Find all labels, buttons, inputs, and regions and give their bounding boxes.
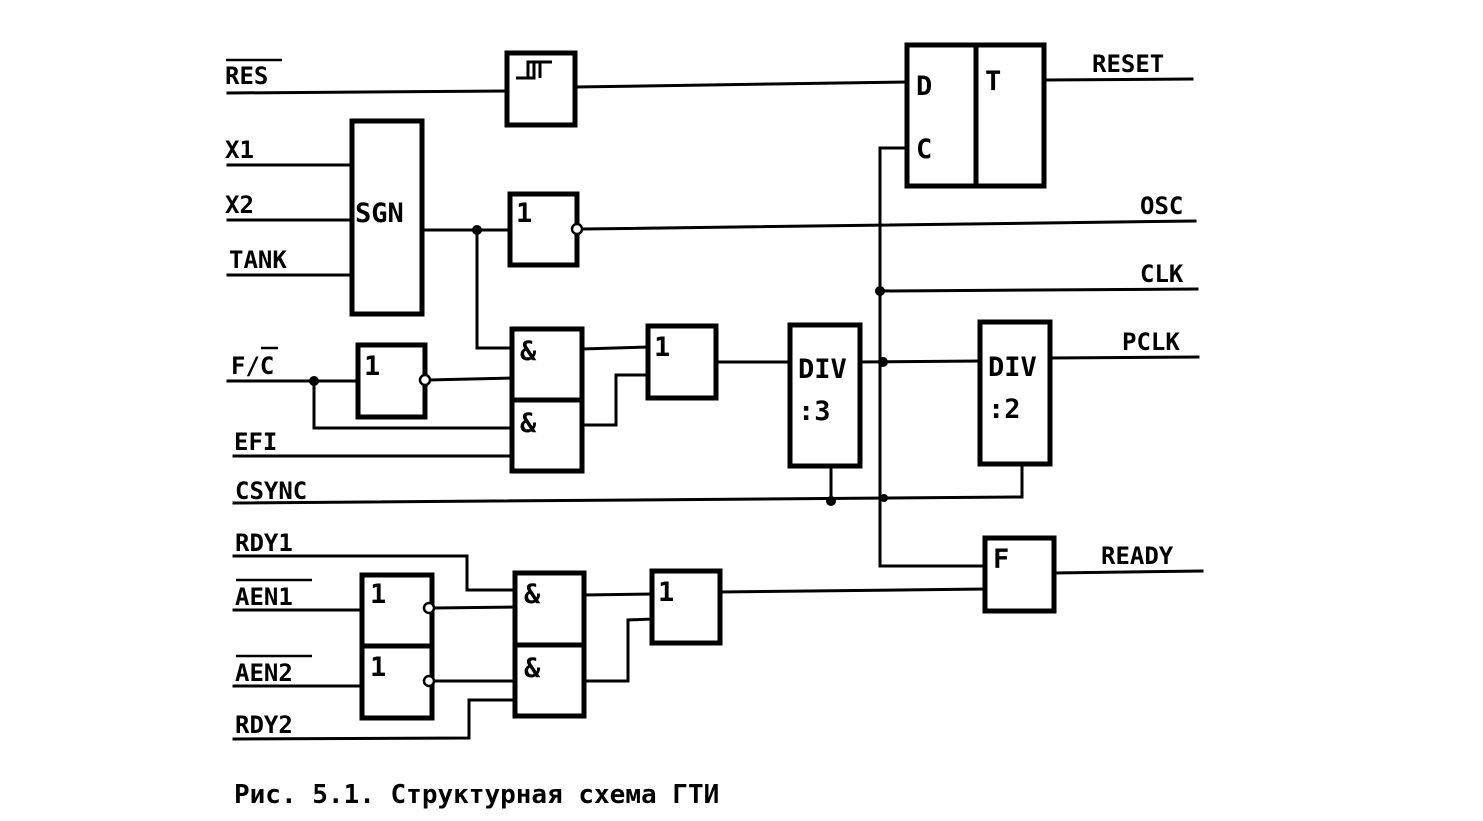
input-csync-label: CSYNC (235, 477, 307, 505)
schmitt-trigger-block (504, 50, 578, 128)
junction-dot (472, 225, 482, 235)
and-top1-label: & (520, 336, 537, 367)
wire-fc-branch (312, 379, 514, 430)
wire-orbot-f (718, 587, 987, 594)
or-bottom-label: 1 (658, 577, 674, 608)
f-label: F (993, 544, 1009, 575)
output-pclk-label: PCLK (1122, 328, 1180, 356)
wires (226, 77, 1204, 741)
div3-block: DIV :3 (787, 322, 863, 469)
junction-dot (875, 286, 885, 296)
div3-label: DIV (798, 354, 847, 385)
inversion-bubble (570, 222, 584, 236)
inverter-fc-block: 1 (355, 342, 432, 420)
inverter-aen2-label: 1 (370, 652, 386, 683)
div2-ratio-label: :2 (988, 394, 1021, 425)
wire-andtop1-or (580, 345, 650, 351)
wire-notaen1-out (432, 605, 518, 610)
input-rdy1-label: RDY1 (235, 529, 293, 557)
d-flipflop-block: D C T (904, 42, 1047, 189)
wire-div3-div2 (858, 359, 982, 364)
inversion-bubble (422, 674, 436, 688)
junction-dot (880, 494, 888, 502)
wire-schmitt-d (573, 80, 909, 89)
hysteresis-icon (516, 60, 552, 80)
input-res-label: RES (225, 62, 268, 90)
inverter-osc-block: 1 (507, 191, 584, 268)
wire-andtop2-or (580, 373, 650, 427)
f-block: F (982, 535, 1057, 614)
input-aen1-label: AEN1 (235, 583, 293, 611)
inverter-fc-label: 1 (364, 351, 380, 382)
wire-csync (232, 463, 1024, 505)
junction-dot (878, 357, 888, 367)
and-bottom2-label: & (524, 653, 541, 684)
and-bottom-block: & & (512, 570, 587, 719)
input-efi-label: EFI (234, 428, 277, 456)
wire-ready (1052, 569, 1204, 575)
inversion-bubble (422, 601, 436, 615)
output-osc-label: OSC (1140, 192, 1183, 220)
input-rdy2-label: RDY2 (235, 711, 293, 739)
or-bottom-block: 1 (649, 568, 723, 646)
or-top-label: 1 (654, 332, 670, 363)
wire-rdy2 (232, 698, 518, 741)
inverter-osc-label: 1 (516, 198, 532, 229)
and-top2-label: & (520, 408, 537, 439)
wire-reset (1043, 77, 1194, 82)
and-top-block: & & (509, 326, 585, 474)
inverter-aen-block: 1 1 (359, 572, 436, 721)
dff-d-label: D (916, 71, 932, 102)
figure-caption: Рис. 5.1. Структурная схема ГТИ (234, 780, 719, 810)
div3-ratio-label: :3 (798, 396, 831, 427)
sgn-block: SGN (349, 118, 425, 317)
junction-dot (826, 496, 836, 506)
input-x1-label: X1 (225, 136, 254, 164)
wire-osc (582, 219, 1197, 231)
wire-rdy1 (232, 554, 518, 592)
inverter-aen1-label: 1 (370, 579, 386, 610)
junction-dot (309, 376, 319, 386)
wire-res (226, 89, 509, 95)
input-tank-label: TANK (229, 246, 287, 274)
input-x2-label: X2 (225, 191, 254, 219)
inversion-bubble (418, 373, 432, 387)
output-ready-label: READY (1101, 542, 1174, 570)
and-bottom1-label: & (524, 579, 541, 610)
junctions (309, 225, 888, 506)
div2-block: DIV :2 (977, 319, 1053, 467)
div2-label: DIV (988, 352, 1037, 383)
wire-andbot2-or (582, 617, 654, 683)
sgn-label: SGN (355, 198, 404, 229)
wire-pclk (1048, 355, 1200, 360)
wire-andbot1-or (582, 592, 654, 597)
dff-t-label: T (985, 66, 1001, 97)
wire-clk-vertical (878, 146, 987, 568)
output-reset-label: RESET (1092, 50, 1164, 78)
wire-notfc-out (426, 376, 514, 382)
input-fc-label: F/C (231, 352, 274, 380)
input-aen2-label: AEN2 (235, 659, 293, 687)
or-top-block: 1 (645, 323, 719, 401)
wire-sgn-branch (475, 228, 514, 350)
output-labels: RESET OSC CLK PCLK READY (1092, 50, 1184, 570)
input-labels: RES X1 X2 TANK F/C EFI CSYNC RDY1 AEN1 A… (225, 58, 312, 739)
dff-c-label: C (916, 134, 932, 165)
output-clk-label: CLK (1140, 260, 1184, 288)
wire-clk (878, 287, 1199, 293)
